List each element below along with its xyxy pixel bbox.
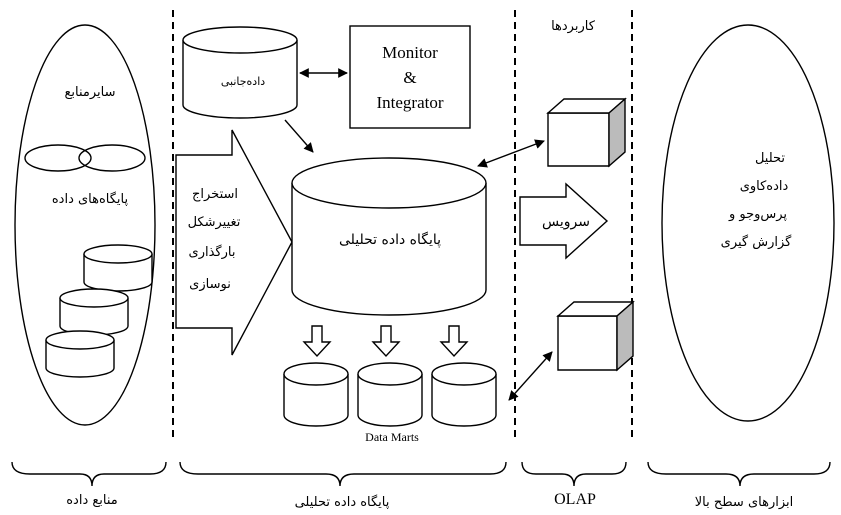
brace-warehouse bbox=[179, 461, 507, 487]
monitor-integrator-box bbox=[349, 25, 471, 129]
warehouse-cube-top-arrow bbox=[477, 139, 545, 168]
staging-to-warehouse-arrow bbox=[284, 119, 314, 153]
data-marts-label: Data Marts bbox=[365, 430, 419, 444]
databases-label: پایگاه‌های داده bbox=[52, 191, 129, 207]
tools-label-3: پرس‌وجو و bbox=[728, 207, 787, 222]
staging-db-label: داده‌جانبی bbox=[221, 75, 265, 88]
data-mart-cylinder-1 bbox=[283, 362, 349, 427]
source-ellipse-a bbox=[24, 144, 92, 172]
integrator-label: Integrator bbox=[376, 93, 443, 112]
data-mart-cylinder-3 bbox=[431, 362, 497, 427]
source-db-cylinder-1 bbox=[83, 244, 153, 292]
service-label: سرویس bbox=[542, 214, 590, 230]
service-arrow bbox=[519, 182, 609, 260]
tools-ellipse bbox=[661, 24, 835, 422]
warehouse-db-label: پایگاه داده تحلیلی bbox=[339, 231, 441, 248]
section-olap-label: OLAP bbox=[554, 491, 596, 508]
other-sources-label: سایرمنابع bbox=[64, 85, 115, 100]
etl-label-2: تغییرشکل bbox=[188, 215, 241, 230]
tools-label-2: داده‌کاوی bbox=[740, 179, 789, 194]
ampersand-label: & bbox=[403, 68, 416, 87]
mart-down-arrow-3 bbox=[439, 325, 469, 358]
tools-label-4: گزارش گیری bbox=[721, 234, 793, 250]
section-tools-label: ابزارهای سطح بالا bbox=[695, 495, 794, 510]
brace-olap bbox=[521, 461, 627, 487]
etl-label-4: نوسازی bbox=[189, 277, 231, 292]
source-db-cylinder-2 bbox=[59, 288, 129, 336]
mart-down-arrow-1 bbox=[302, 325, 332, 358]
tools-label-1: تحلیل bbox=[755, 151, 785, 166]
warehouse-db-cylinder bbox=[291, 157, 487, 316]
olap-cube-top bbox=[546, 97, 627, 168]
staging-db-cylinder bbox=[182, 26, 298, 119]
brace-sources bbox=[11, 461, 167, 487]
data-mart-cylinder-2 bbox=[357, 362, 423, 427]
source-ellipse-b bbox=[78, 144, 146, 172]
etl-arrow bbox=[175, 129, 293, 356]
monitor-label: Monitor bbox=[382, 43, 438, 62]
section-warehouse-label: پایگاه داده تحلیلی bbox=[295, 494, 390, 510]
source-db-cylinder-3 bbox=[45, 330, 115, 378]
section-sources-label: منابع داده bbox=[66, 493, 118, 508]
applications-label: کاربردها bbox=[551, 19, 596, 34]
brace-tools bbox=[647, 461, 831, 487]
mart-down-arrow-2 bbox=[371, 325, 401, 358]
etl-label-1: استخراج bbox=[192, 187, 238, 202]
mart-cube-bottom-arrow bbox=[508, 351, 553, 401]
olap-cube-bottom bbox=[556, 300, 635, 372]
etl-label-3: بارگذاری bbox=[189, 244, 236, 260]
